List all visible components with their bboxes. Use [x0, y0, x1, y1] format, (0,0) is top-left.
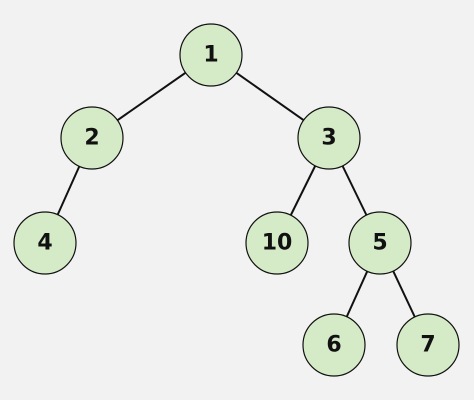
tree-nodes: 1 2 3 4 10 5 6 7	[13, 23, 460, 377]
tree-node-1-label: 1	[203, 43, 218, 68]
tree-node-7-label: 7	[420, 333, 435, 358]
tree-node-10-label: 10	[262, 231, 293, 256]
tree-node-6-circle	[302, 313, 366, 377]
tree-node-6: 6	[302, 313, 366, 377]
tree-node-5: 5	[348, 211, 412, 275]
tree-node-4: 4	[13, 211, 77, 275]
tree-node-10-circle	[245, 211, 309, 275]
tree-node-2-label: 2	[84, 126, 99, 151]
tree-node-5-label: 5	[372, 231, 387, 256]
tree-node-1: 1	[179, 23, 243, 87]
tree-node-4-label: 4	[37, 231, 52, 256]
tree-node-6-label: 6	[326, 333, 341, 358]
tree-node-2: 2	[60, 106, 124, 170]
tree-node-7: 7	[396, 313, 460, 377]
tree-node-3-label: 3	[321, 126, 336, 151]
tree-node-2-circle	[60, 106, 124, 170]
tree-edges	[44, 54, 429, 346]
tree-node-10: 10	[245, 211, 309, 275]
tree-node-7-circle	[396, 313, 460, 377]
tree-node-5-circle	[348, 211, 412, 275]
tree-node-3-circle	[297, 106, 361, 170]
tree-node-4-circle	[13, 211, 77, 275]
tree-node-1-circle	[179, 23, 243, 87]
tree-node-3: 3	[297, 106, 361, 170]
